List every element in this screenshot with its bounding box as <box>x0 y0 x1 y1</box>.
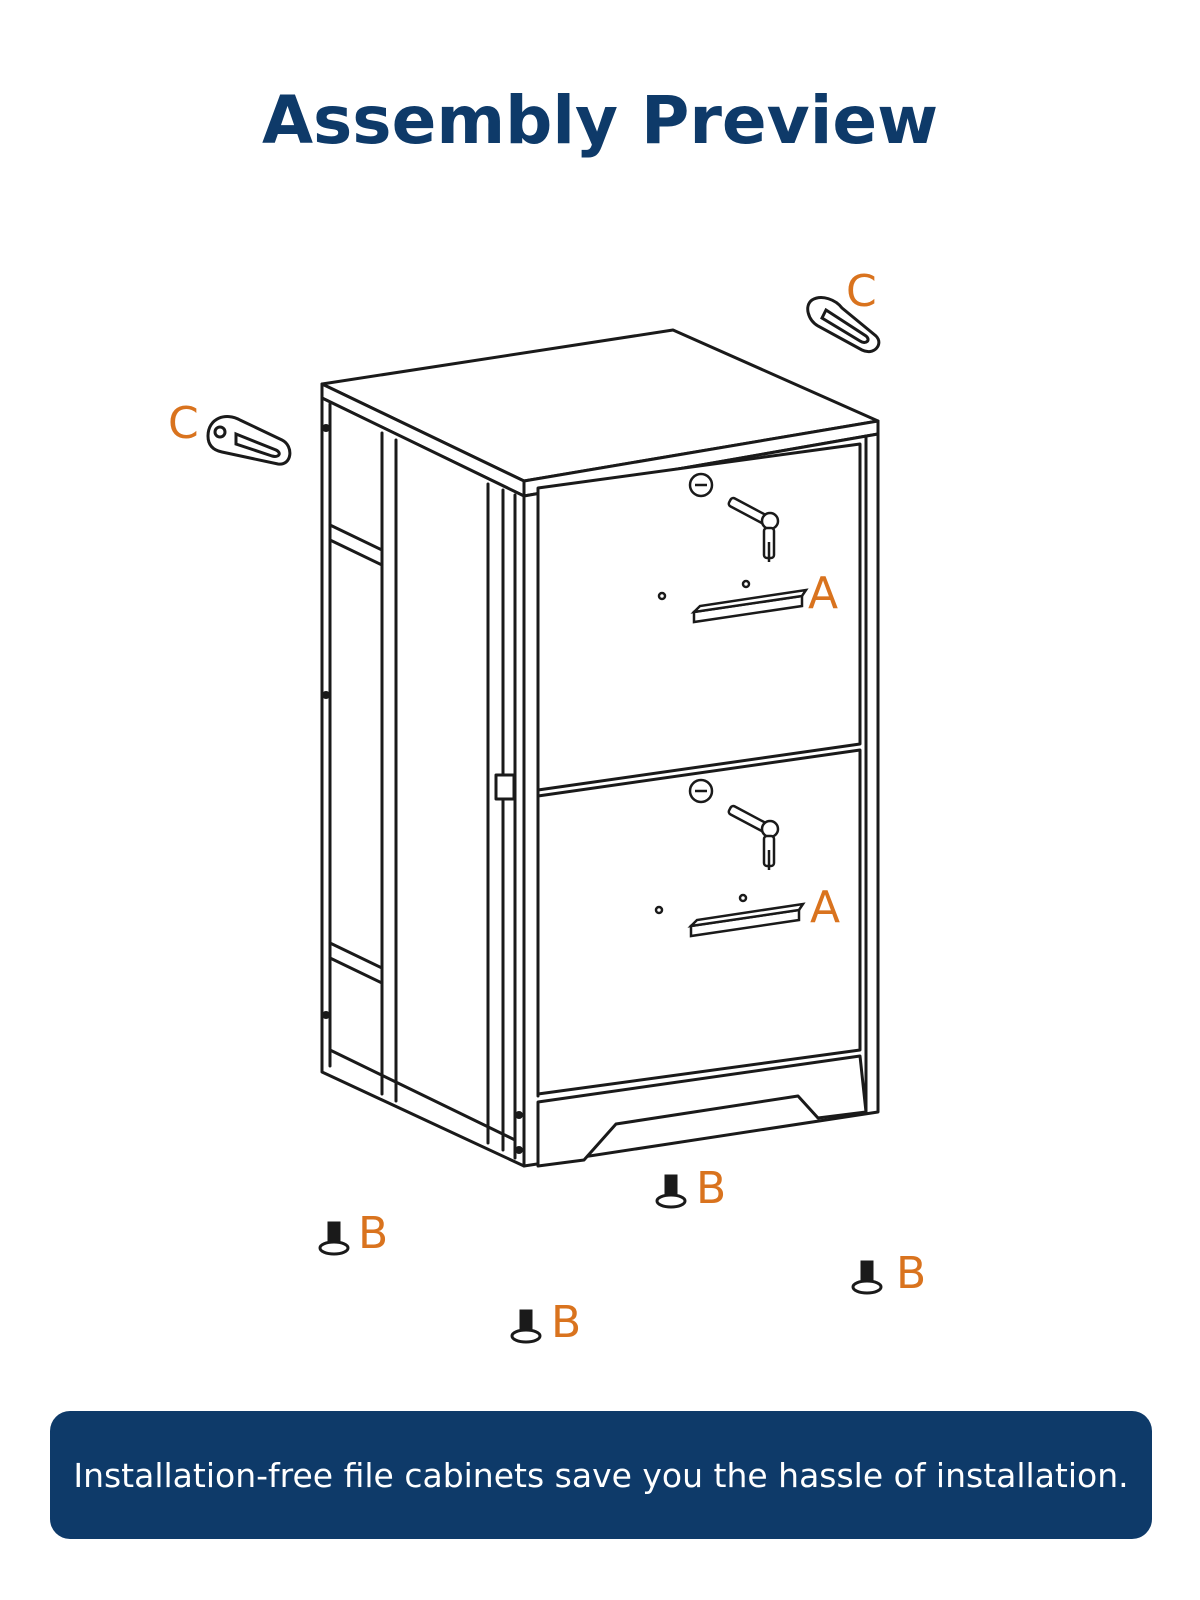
label-c-left: C <box>168 398 199 449</box>
bracket-c-right-icon <box>806 296 881 353</box>
file-cabinet-drawing <box>320 328 880 1168</box>
cabinet-side <box>320 396 526 1168</box>
lower-lock <box>688 778 714 804</box>
label-b-2: B <box>551 1297 581 1348</box>
foot-b-4-icon <box>851 1260 883 1295</box>
lower-keys-icon <box>727 804 780 870</box>
label-b-3: B <box>696 1163 726 1214</box>
label-a-upper: A <box>808 568 838 619</box>
page-title: Assembly Preview <box>261 82 939 159</box>
upper-keys-icon <box>727 496 780 562</box>
label-c-right: C <box>846 266 877 317</box>
upper-lock <box>688 472 714 498</box>
foot-b-2-icon <box>510 1309 542 1344</box>
foot-b-1-icon <box>318 1221 350 1256</box>
label-a-lower: A <box>810 882 840 933</box>
cabinet-base <box>536 1054 868 1168</box>
label-b-4: B <box>896 1248 926 1299</box>
bracket-c-left-icon <box>206 415 292 466</box>
info-banner: Installation-free file cabinets save you… <box>50 1411 1152 1539</box>
label-b-1: B <box>358 1208 388 1259</box>
banner-text: Installation-free file cabinets save you… <box>73 1455 1129 1495</box>
foot-b-3-icon <box>655 1174 687 1209</box>
